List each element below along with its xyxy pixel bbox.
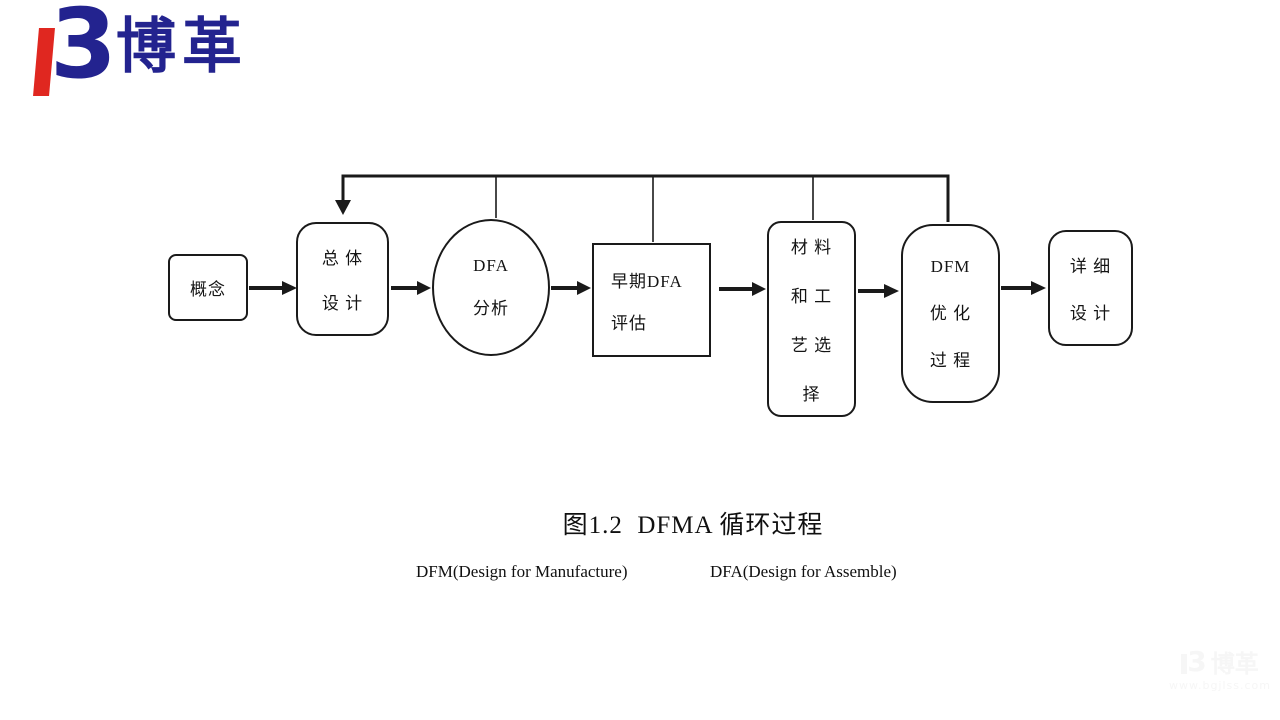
node-concept: 概念 (168, 254, 248, 321)
node-label: 分析 (473, 299, 509, 318)
node-label: 详 细 (1069, 257, 1112, 276)
node-label: 材 料 (790, 238, 833, 257)
feedback-loop-line (335, 174, 950, 222)
node-material-process: 材 料 和 工 艺 选 择 (767, 221, 856, 417)
node-detail-design: 详 细 设 计 (1048, 230, 1133, 346)
arrowhead-icon (884, 284, 899, 298)
feedback-arrowhead-icon (335, 200, 351, 215)
flow-arrow-5 (858, 284, 899, 298)
arrowhead-icon (752, 282, 766, 296)
figure-caption: 图1.2 DFMA 循环过程 (562, 512, 824, 539)
note-dfa: DFA(Design for Assemble) (710, 562, 897, 581)
arrowhead-icon (1031, 281, 1046, 295)
node-label: 设 计 (1069, 304, 1112, 323)
logo-b-glyph: 3 (50, 0, 117, 100)
node-label: DFA (473, 256, 509, 275)
watermark-logo: 3 博革 (1164, 646, 1276, 676)
node-label: 优 化 (929, 303, 972, 323)
arrowhead-icon (417, 281, 431, 295)
node-label: 评估 (611, 313, 647, 333)
node-label: 总 体 (321, 249, 364, 268)
flow-arrow-4 (719, 282, 766, 296)
node-label: 早期DFA (611, 271, 683, 291)
brand-logo-text: 博革 (116, 12, 248, 82)
flow-arrow-2 (391, 281, 431, 295)
node-label: 择 (802, 385, 821, 404)
node-label: 过 程 (929, 350, 972, 370)
brand-logo: 3 博革 (14, 0, 248, 102)
flow-arrow-1 (249, 281, 297, 295)
node-label: 设 计 (321, 294, 364, 313)
watermark-b-glyph: 3 (1187, 645, 1207, 678)
watermark-url: www.bgjlss.com (1168, 679, 1271, 692)
node-early-dfa-eval: 早期DFA 评估 (592, 243, 711, 357)
watermark-logo-bar (1181, 654, 1188, 674)
flow-arrow-6 (1001, 281, 1046, 295)
node-dfa-analysis: DFA 分析 (432, 219, 550, 356)
watermark: 3 博革 www.bgjlss.com (1164, 646, 1276, 693)
node-label: 和 工 (790, 287, 833, 306)
node-label: 概念 (190, 280, 226, 299)
node-dfm-optimization: DFM 优 化 过 程 (901, 224, 1000, 403)
flow-arrow-3 (551, 281, 591, 295)
watermark-brand-text: 博革 (1210, 650, 1259, 678)
brand-logo-icon: 3 (14, 0, 117, 102)
arrowhead-icon (577, 281, 591, 295)
node-label: 艺 选 (790, 336, 833, 355)
node-label: DFM (930, 256, 971, 276)
node-overall-design: 总 体 设 计 (296, 222, 389, 336)
arrowhead-icon (282, 281, 297, 295)
note-dfm: DFM(Design for Manufacture) (416, 562, 628, 581)
